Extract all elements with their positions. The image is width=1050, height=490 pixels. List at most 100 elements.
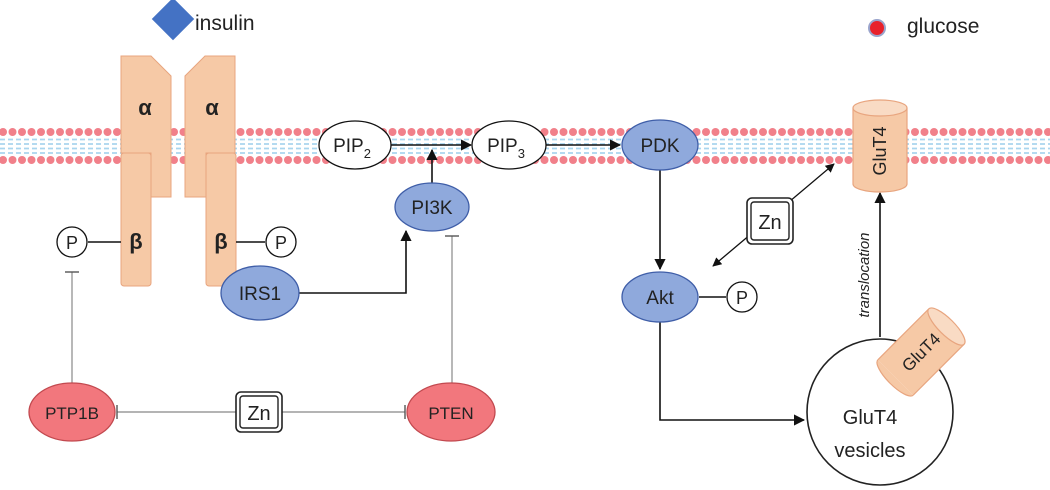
zn-left-box-inner	[239, 395, 279, 429]
irs1-to-pi3k-arrow	[299, 229, 412, 294]
membrane-head-upper	[559, 128, 568, 136]
membrane-head-lower	[616, 156, 625, 164]
membrane-head-upper	[939, 128, 948, 136]
membrane-head-lower	[18, 156, 26, 164]
zn-left-label: Zn	[247, 403, 270, 425]
receptor-beta-right	[205, 152, 237, 287]
membrane-head-lower	[740, 156, 748, 164]
irs1-node	[220, 265, 300, 321]
membrane-head-lower	[0, 156, 7, 164]
membrane-head-lower	[265, 156, 273, 164]
insulin-diamond-icon	[151, 0, 195, 41]
pathway-connectors	[65, 139, 886, 426]
membrane-head-upper	[284, 128, 292, 136]
pdk-label: PDK	[640, 136, 679, 157]
beta-subunit-left-label: β	[129, 229, 142, 254]
membrane-head-lower	[1015, 156, 1024, 164]
membrane-head-upper	[949, 128, 957, 136]
membrane-head-lower	[702, 156, 710, 164]
membrane-head-lower	[170, 156, 178, 164]
translocation-label: translocation	[856, 232, 873, 317]
pi3k-label: PI3K	[411, 198, 453, 219]
membrane-head-upper	[265, 128, 273, 136]
membrane-head-lower	[844, 156, 853, 164]
akt-node	[621, 271, 699, 323]
pip2-label: PIP2	[333, 136, 371, 161]
membrane-head-lower	[103, 156, 112, 164]
ptp1b-node	[28, 382, 116, 442]
glut4-membrane-top-cap	[852, 99, 908, 117]
membrane-head-upper	[711, 128, 720, 136]
membrane-head-upper	[170, 128, 178, 136]
phospho-left-circle	[56, 226, 88, 258]
membrane-head-lower	[94, 156, 102, 164]
membrane-head-upper	[65, 128, 74, 136]
membrane-head-lower	[398, 156, 406, 164]
membrane-head-lower	[1025, 156, 1033, 164]
membrane-head-lower	[27, 156, 36, 164]
vesicle-label-line2: vesicles	[834, 440, 905, 462]
membrane-head-lower	[246, 156, 254, 164]
membrane-head-upper	[0, 128, 7, 136]
membrane-head-upper	[797, 128, 805, 136]
membrane-head-lower	[312, 156, 321, 164]
membrane-head-lower	[711, 156, 720, 164]
membrane-head-lower	[56, 156, 64, 164]
membrane-head-lower	[949, 156, 957, 164]
membrane-head-lower	[464, 156, 473, 164]
phospho-right-label: P	[275, 233, 287, 253]
ptp1b-label: PTP1B	[45, 404, 99, 423]
pip3-label: PIP3	[487, 136, 525, 161]
membrane-head-lower	[920, 156, 929, 164]
membrane-head-upper	[550, 128, 558, 136]
alpha-subunit-right-label: α	[205, 95, 219, 120]
membrane-head-upper	[759, 128, 767, 136]
membrane-head-lower	[778, 156, 786, 164]
membrane-head-lower	[274, 156, 283, 164]
membrane-head-upper	[417, 128, 425, 136]
membrane-head-upper	[274, 128, 283, 136]
membrane-head-upper	[1044, 128, 1050, 136]
membrane-head-upper	[597, 128, 606, 136]
glut4-vesicle-bottom-edge	[912, 343, 965, 396]
membrane-head-upper	[749, 128, 758, 136]
pip2-label-main: PIP	[333, 136, 364, 157]
glut4-vesicle-transporter: GluT4	[876, 307, 966, 397]
glucose-label: glucose	[907, 15, 979, 38]
membrane-head-upper	[616, 128, 625, 136]
membrane-head-upper	[977, 128, 986, 136]
membrane-head-lower	[721, 156, 729, 164]
akt-label: Akt	[646, 288, 674, 309]
glut4-vesicle-left-arc	[876, 359, 914, 397]
membrane-head-lower	[455, 156, 463, 164]
membrane-head-lower	[46, 156, 55, 164]
membrane-head-upper	[103, 128, 112, 136]
membrane-head-upper	[787, 128, 796, 136]
membrane-head-upper	[436, 128, 444, 136]
akt-phospho-circle	[726, 281, 758, 313]
membrane-head-lower	[436, 156, 444, 164]
phospho-left-label: P	[66, 233, 78, 253]
membrane-head-upper	[920, 128, 929, 136]
membrane-head-lower	[113, 156, 121, 164]
membrane-head-lower	[588, 156, 596, 164]
membrane-head-lower	[749, 156, 758, 164]
membrane-head-lower	[255, 156, 264, 164]
membrane-head-upper	[464, 128, 473, 136]
membrane-head-upper	[398, 128, 406, 136]
membrane-head-upper	[18, 128, 26, 136]
membrane-head-lower	[426, 156, 435, 164]
membrane-head-lower	[977, 156, 986, 164]
membrane-head-upper	[246, 128, 254, 136]
membrane-head-upper	[607, 128, 615, 136]
membrane-head-lower	[550, 156, 558, 164]
beta-subunit-right-label: β	[214, 229, 227, 254]
membrane-head-upper	[56, 128, 64, 136]
membrane-head-upper	[37, 128, 45, 136]
membrane-head-lower	[65, 156, 74, 164]
membrane-head-lower	[37, 156, 45, 164]
membrane-head-lower	[806, 156, 815, 164]
membrane-head-upper	[255, 128, 264, 136]
membrane-head-lower	[787, 156, 796, 164]
